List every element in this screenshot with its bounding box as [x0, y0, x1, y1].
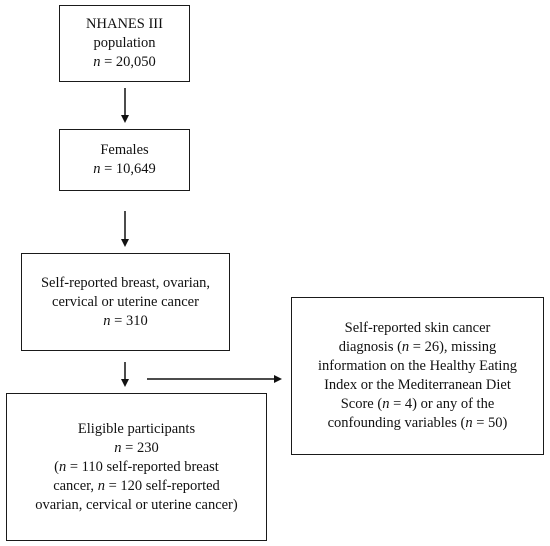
population-title: NHANES III — [86, 16, 163, 32]
n-symbol: n — [401, 339, 410, 355]
cancer-count: n = 310 — [103, 312, 147, 331]
eligible-line-3-suffix: = 110 self-reported breast — [66, 458, 219, 475]
population-count: n = 20,050 — [93, 53, 156, 72]
females-box: Females n = 10,649 — [59, 129, 190, 191]
cancer-box: Self-reported breast, ovarian, cervical … — [21, 253, 230, 351]
n-symbol: n — [465, 415, 473, 431]
females-count: n = 10,649 — [93, 160, 156, 179]
eligible-line-3-prefix: ( — [54, 458, 59, 475]
n-symbol: n — [382, 396, 390, 412]
excluded-line-1: Self-reported skin cancer — [344, 320, 491, 336]
excluded-line-6: confounding variables (n = 50) — [328, 414, 508, 433]
excluded-line-6-suffix: = 50) — [472, 415, 508, 431]
eligible-line-4-suffix: = 120 self-reported — [104, 477, 220, 494]
excluded-box: Self-reported skin cancer diagnosis (n =… — [291, 297, 544, 455]
excluded-line-5: Score (n = 4) or any of the — [341, 395, 495, 414]
eligible-box: Eligible participants n = 230 (n = 110 s… — [6, 393, 267, 541]
eligible-count: n = 230 — [114, 439, 158, 458]
eligible-line-4: cancer, n = 120 self-reported — [53, 477, 220, 496]
eligible-title: Eligible participants — [77, 420, 196, 437]
n-symbol: n — [114, 439, 122, 456]
females-title: Females — [100, 142, 149, 158]
eligible-count-value: = 230 — [125, 439, 159, 456]
population-box: NHANES III population n = 20,050 — [59, 5, 190, 82]
excluded-line-5-suffix: = 4) or any of the — [389, 396, 495, 412]
cancer-line-1: Self-reported breast, ovarian, — [40, 274, 211, 291]
cancer-count-value: = 310 — [114, 312, 148, 329]
population-count-value: = 20,050 — [104, 54, 156, 70]
females-count-value: = 10,649 — [104, 161, 156, 177]
excluded-line-2-suffix: = 26), missing — [409, 339, 497, 355]
population-subtitle: population — [93, 35, 156, 51]
excluded-line-3: information on the Healthy Eating — [318, 358, 517, 374]
n-symbol: n — [93, 161, 101, 177]
excluded-line-6-prefix: confounding variables ( — [327, 415, 466, 431]
n-symbol: n — [103, 312, 111, 329]
excluded-line-4: Index or the Mediterranean Diet — [324, 377, 511, 393]
n-symbol: n — [97, 477, 105, 494]
excluded-line-2-prefix: diagnosis ( — [338, 339, 402, 355]
eligible-line-5: ovarian, cervical or uterine cancer) — [35, 496, 238, 513]
n-symbol: n — [59, 458, 67, 475]
excluded-line-2: diagnosis (n = 26), missing — [339, 338, 497, 357]
n-symbol: n — [93, 54, 101, 70]
cancer-line-2: cervical or uterine cancer — [52, 293, 199, 310]
eligible-line-3: (n = 110 self-reported breast — [54, 458, 219, 477]
eligible-line-4-prefix: cancer, — [53, 477, 98, 494]
excluded-line-5-prefix: Score ( — [340, 396, 383, 412]
